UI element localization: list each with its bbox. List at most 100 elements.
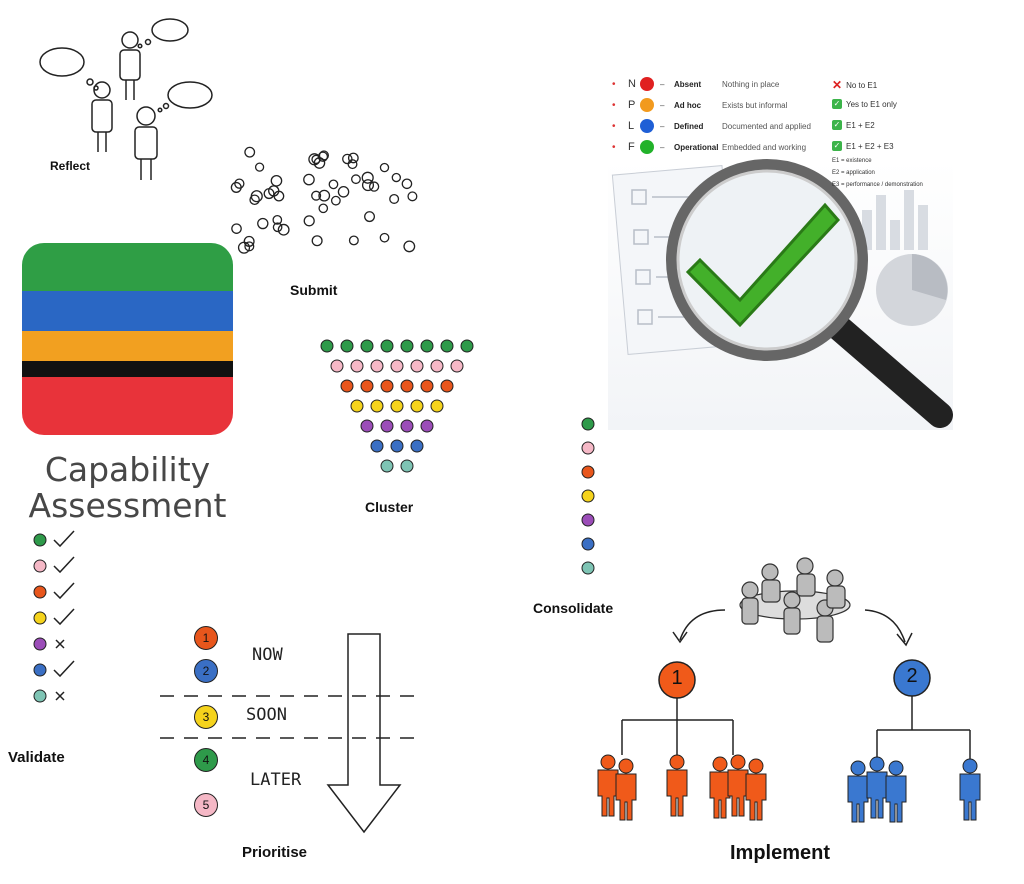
checkmark-icon [685, 202, 841, 328]
idea-dot [244, 146, 256, 158]
consolidate-dots [581, 417, 595, 575]
idea-dot [347, 159, 358, 170]
level-ball-icon [640, 119, 654, 133]
thought-bubble-icon [151, 18, 189, 42]
idea-dot [311, 190, 322, 201]
thought-bubble-icon [167, 81, 213, 109]
level-name: Absent [674, 79, 702, 89]
cluster-dot [430, 359, 444, 373]
idea-dot [257, 217, 269, 230]
idea-dot [230, 181, 242, 193]
cluster-dot [410, 399, 424, 413]
cluster-dot [390, 439, 404, 453]
evidence-note: E3 = performance / demonstration [832, 182, 923, 188]
prioritise-board [160, 633, 420, 834]
person-icon [709, 756, 731, 819]
cluster-dot [400, 459, 414, 473]
magnifier-lens [666, 159, 868, 361]
bullet-icon: • [612, 141, 616, 153]
cluster-dot [320, 339, 334, 353]
group-1-number: 1 [671, 667, 683, 689]
priority-number: 4 [194, 748, 218, 772]
cluster-dot [390, 399, 404, 413]
idea-dot [303, 215, 315, 227]
idea-dot [237, 241, 251, 254]
cluster-dot [420, 379, 434, 393]
idea-dot [401, 178, 413, 190]
cluster-dot [350, 399, 364, 413]
person-icon [119, 31, 141, 100]
idea-dot [254, 162, 265, 172]
check-icon [53, 660, 75, 678]
step-label-validate: Validate [8, 749, 65, 766]
cluster-dot [400, 419, 414, 433]
bullet-icon: • [612, 99, 616, 111]
level-desc: Embedded and working [722, 142, 807, 152]
group-2-number: 2 [906, 665, 918, 687]
down-arrow-icon [326, 633, 402, 834]
legend-evidence-row: ✓Yes to E1 only [832, 99, 897, 109]
cluster-dot [460, 339, 474, 353]
evidence-note: E1 = existence [832, 158, 872, 164]
logo-stripe [22, 377, 233, 435]
submit-scatter [230, 146, 418, 254]
logo-stripe [22, 243, 233, 291]
evidence-note: E2 = application [832, 170, 875, 176]
validate-dot [33, 637, 47, 651]
cluster-dot [350, 359, 364, 373]
logo-stripe [22, 331, 233, 361]
evidence-text: Yes to E1 only [846, 99, 897, 109]
idea-dot [348, 235, 359, 246]
cross-icon [55, 691, 65, 701]
level-ball-icon [640, 140, 654, 154]
check-icon [53, 582, 75, 600]
validate-dot [33, 533, 47, 547]
person-icon [885, 760, 907, 823]
validate-dot [33, 663, 47, 677]
legend-evidence-row: ✕No to E1 [832, 78, 877, 92]
check-icon [53, 556, 75, 574]
idea-dot [391, 172, 402, 183]
cluster-funnel [320, 339, 474, 473]
cluster-dot [420, 339, 434, 353]
cluster-dot [420, 419, 434, 433]
legend-evidence-row: ✓E1 + E2 [832, 120, 875, 130]
cluster-dot [360, 339, 374, 353]
cluster-dot [440, 339, 454, 353]
magnifier-check-illustration [611, 159, 953, 428]
group-1-badge [658, 661, 696, 699]
idea-dot [379, 232, 390, 243]
cluster-dot [340, 339, 354, 353]
idea-dot [318, 203, 329, 214]
logo-stripe [22, 361, 233, 377]
cluster-dot [410, 439, 424, 453]
idea-dot [361, 179, 375, 192]
level-name: Operational [674, 142, 719, 152]
level-letter: P [628, 99, 636, 111]
evidence-text: E1 + E2 + E3 [846, 141, 894, 151]
reflect-illustration [39, 18, 213, 180]
priority-number: 3 [194, 705, 218, 729]
validate-dot [33, 689, 47, 703]
cluster-dot [410, 359, 424, 373]
person-icon [727, 754, 749, 817]
cluster-dot [360, 419, 374, 433]
consolidated-dot [581, 465, 595, 479]
cluster-dot [360, 379, 374, 393]
idea-dot [403, 240, 416, 253]
validate-dot [33, 611, 47, 625]
consolidated-dot [581, 417, 595, 431]
idea-dot [407, 191, 418, 202]
validate-list [33, 530, 75, 703]
idea-dot [272, 222, 283, 233]
priority-later: LATER [250, 770, 302, 790]
cluster-dot [400, 379, 414, 393]
person-icon [597, 754, 619, 817]
priority-soon: SOON [246, 705, 287, 725]
person-icon [959, 758, 981, 821]
idea-dot [270, 174, 283, 187]
arrow-left-icon [679, 609, 726, 641]
person-icon [847, 760, 869, 823]
level-name: Defined [674, 121, 704, 131]
